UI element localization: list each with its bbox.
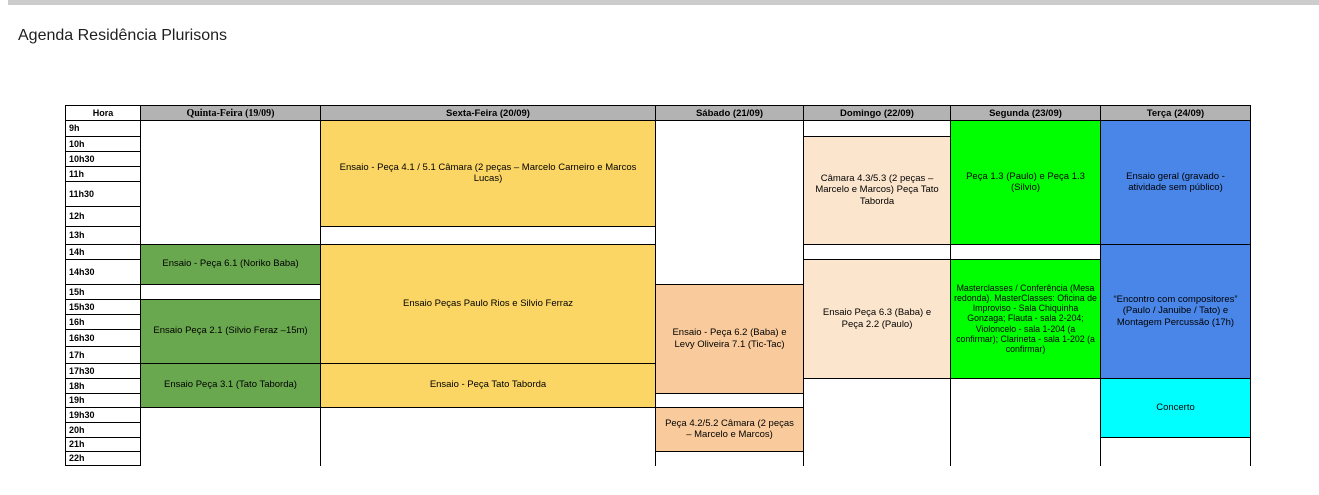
window-top-edge — [8, 0, 1319, 5]
time-cell-21h: 21h — [65, 436, 141, 452]
time-cell-9h: 9h — [65, 120, 141, 137]
column-header-quinta: Quinta-Feira (19/09) — [140, 105, 321, 121]
time-cell-16h: 16h — [65, 313, 141, 330]
time-cell-19h: 19h — [65, 392, 141, 408]
event-block-sabado-15h: Ensaio - Peça 6.2 (Baba) e Levy Oliveira… — [655, 283, 804, 394]
time-cell-14h: 14h — [65, 243, 141, 260]
time-cell-19h30: 19h30 — [65, 406, 141, 423]
event-block-domingo-14h30: Ensaio Peça 6.3 (Baba) e Peça 2.2 (Paulo… — [803, 258, 951, 379]
time-cell-10h30: 10h30 — [65, 150, 141, 167]
event-block-terca-9h: Ensaio geral (gravado - atividade sem pú… — [1100, 120, 1251, 245]
time-cell-16h30: 16h30 — [65, 328, 141, 347]
time-cell-10h: 10h — [65, 135, 141, 152]
event-block-sexta-9h: Ensaio - Peça 4.1 / 5.1 Câmara (2 peças … — [320, 120, 656, 227]
event-block-sexta-14h: Ensaio Peças Paulo Rios e Silvio Ferraz — [320, 243, 656, 364]
time-cell-17h: 17h — [65, 345, 141, 364]
event-block-quinta-17h30: Ensaio Peça 3.1 (Tato Taborda) — [140, 362, 321, 408]
column-header-sexta: Sexta-Feira (20/09) — [320, 105, 656, 121]
event-block-quinta-14h: Ensaio - Peça 6.1 (Noriko Baba) — [140, 243, 321, 285]
event-block-quinta-15h30: Ensaio Peça 2.1 (Silvio Feraz –15m) — [140, 298, 321, 364]
event-block-segunda-9h: Peça 1.3 (Paulo) e Peça 1.3 (Silvio) — [950, 120, 1101, 245]
column-header-sabado: Sábado (21/09) — [655, 105, 804, 121]
column-header-hora: Hora — [65, 105, 141, 121]
time-cell-14h30: 14h30 — [65, 258, 141, 285]
column-header-segunda: Segunda (23/09) — [950, 105, 1101, 121]
time-cell-20h: 20h — [65, 421, 141, 438]
time-cell-17h30: 17h30 — [65, 362, 141, 379]
column-header-terca: Terça (24/09) — [1100, 105, 1251, 121]
time-cell-13h: 13h — [65, 225, 141, 245]
time-cell-11h30: 11h30 — [65, 180, 141, 207]
time-cell-18h: 18h — [65, 377, 141, 394]
column-header-domingo: Domingo (22/09) — [803, 105, 951, 121]
event-block-terca-14h: “Encontro com compositores” (Paulo / Jan… — [1100, 243, 1251, 379]
event-block-segunda-14h30: Masterclasses / Conferência (Mesa redond… — [950, 258, 1101, 379]
event-block-sabado-19h30: Peça 4.2/5.2 Câmara (2 peças – Marcelo e… — [655, 406, 804, 452]
time-cell-12h: 12h — [65, 205, 141, 227]
page-title: Agenda Residência Plurisons — [18, 27, 228, 44]
time-cell-15h30: 15h30 — [65, 298, 141, 315]
event-block-domingo-10h: Câmara 4.3/5.3 (2 peças – Marcelo e Marc… — [803, 135, 951, 245]
event-block-terca-18h: Concerto — [1100, 377, 1251, 438]
time-cell-11h: 11h — [65, 165, 141, 182]
time-cell-15h: 15h — [65, 283, 141, 300]
event-block-sexta-17h30: Ensaio - Peça Tato Taborda — [320, 362, 656, 408]
time-cell-22h: 22h — [65, 450, 141, 466]
